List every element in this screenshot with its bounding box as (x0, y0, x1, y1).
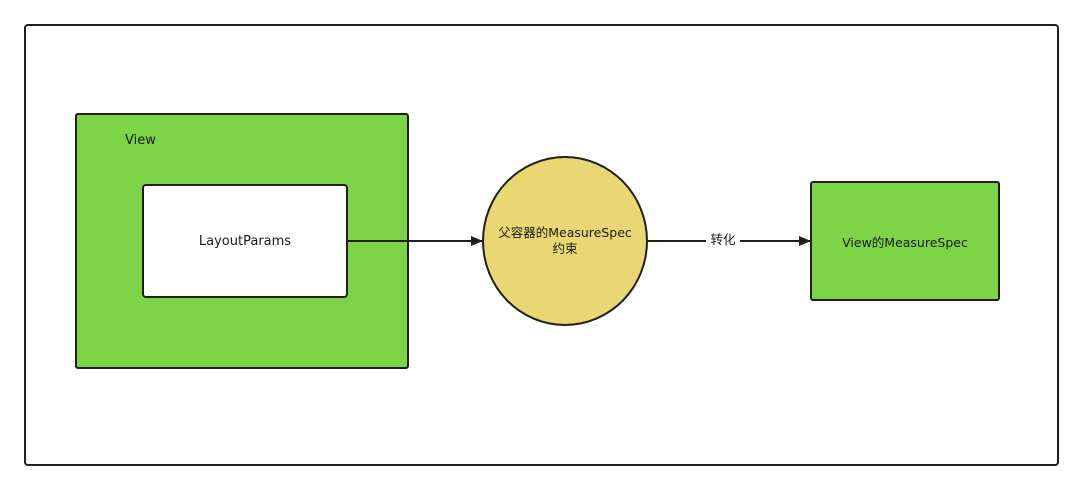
layout-params-label: LayoutParams (198, 233, 292, 249)
parent-measurespec-label-line2: 约束 (552, 241, 578, 256)
parent-measurespec-node[interactable]: 父容器的MeasureSpec 约束 (482, 156, 648, 326)
layout-params-node[interactable]: LayoutParams (142, 184, 348, 298)
view-measurespec-node[interactable]: View的MeasureSpec (810, 181, 1000, 301)
view-measurespec-label: View的MeasureSpec (842, 234, 968, 250)
parent-measurespec-label-line1: 父容器的MeasureSpec (498, 225, 632, 240)
edge-label-convert: 转化 (706, 232, 740, 248)
view-container-label: View (125, 133, 156, 148)
